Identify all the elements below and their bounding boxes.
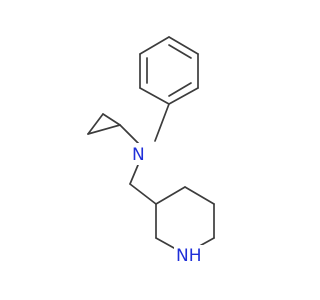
piperidine-ring (155, 186, 215, 249)
structure-drawing: N NH (87, 36, 215, 267)
amine-nitrogen-label: N (132, 145, 145, 165)
benzene-bond-4 (139, 87, 170, 105)
n-methylene-bond (129, 164, 139, 185)
cyclopropane-ring (87, 113, 121, 135)
benzene-bond-1 (168, 36, 199, 55)
benzene-double-bond-1 (168, 44, 192, 59)
cyclopropane-bond-3 (102, 113, 121, 126)
cyclopropane-bond-1 (87, 124, 121, 135)
piperidine-bond-5 (155, 237, 175, 249)
piperidine-bond-1 (155, 186, 186, 205)
piperidine-bond-2 (184, 186, 215, 205)
benzene-bond-6 (139, 36, 170, 55)
benzene-double-bond-2 (168, 82, 192, 97)
cyclopropyl-bond (119, 124, 141, 146)
amine-label-background (128, 143, 148, 165)
benzene-ring (139, 36, 199, 105)
cyclopropane-bond-2 (87, 113, 104, 135)
methylene-piperidine-bond (129, 183, 157, 205)
molecule-canvas: N NH (87, 36, 215, 267)
ring-nh-label: NH (176, 246, 202, 266)
benzene-bond-3 (168, 87, 199, 105)
ring-nh-label-background (174, 245, 205, 267)
benzyl-bond (154, 103, 170, 142)
